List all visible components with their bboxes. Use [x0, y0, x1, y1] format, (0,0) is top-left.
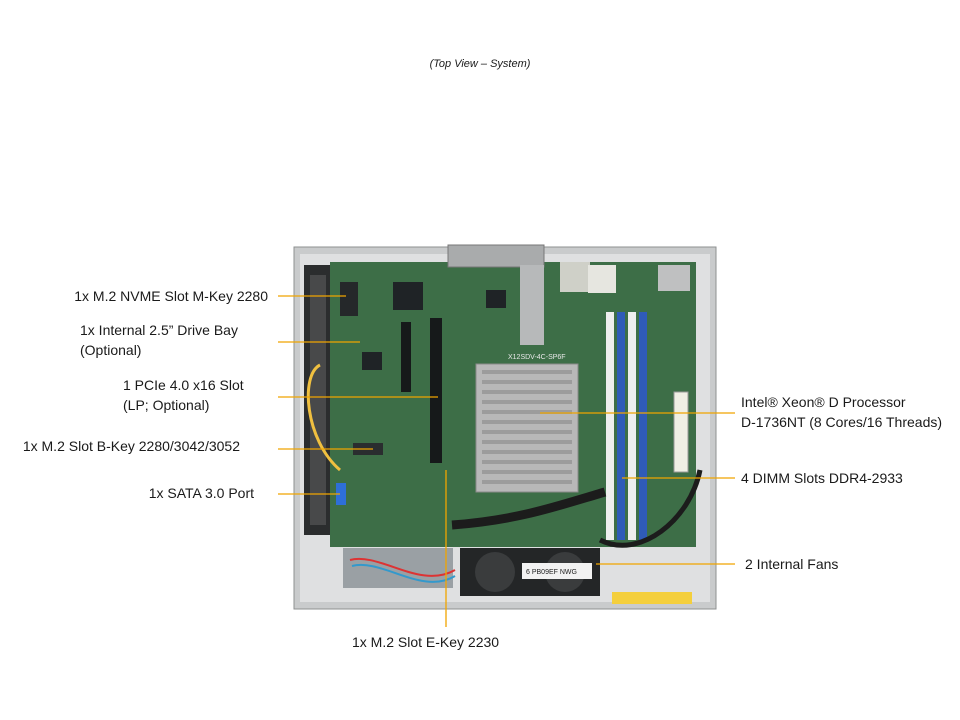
rear-io-connector: [447, 244, 545, 268]
callout-pcie: 1 PCIe 4.0 x16 Slot (LP; Optional): [123, 377, 244, 413]
callout-cpu: Intel® Xeon® D Processor D-1736NT (8 Cor…: [741, 394, 943, 430]
m2-nvme-slot: [340, 282, 358, 316]
pcie-slot: [430, 318, 442, 463]
callout-m2-bkey: 1x M.2 Slot B-Key 2280/3042/3052: [22, 438, 240, 454]
callout-drive-bay: 1x Internal 2.5” Drive Bay (Optional): [80, 322, 238, 358]
callout-m2-ekey: 1x M.2 Slot E-Key 2230: [352, 634, 500, 650]
callout-fans: 2 Internal Fans: [745, 556, 839, 572]
view-caption: (Top View – System): [429, 58, 531, 70]
callout-sata: 1x SATA 3.0 Port: [148, 485, 254, 501]
callout-m2-nvme: 1x M.2 NVME Slot M-Key 2280: [74, 288, 268, 304]
board-silkscreen: X12SDV-4C-SP6F: [508, 354, 566, 361]
internal-fans: [460, 548, 600, 596]
pcie-slot: [401, 322, 411, 392]
cpu-heatsink: [475, 363, 579, 493]
dimm-slots: [606, 312, 647, 540]
sata-port: [336, 483, 346, 505]
callout-dimm: 4 DIMM Slots DDR4-2933: [741, 470, 903, 486]
warning-label: [612, 592, 692, 604]
fan-sticker: 6 PB09EF NWG: [526, 569, 577, 576]
power-connector: [673, 391, 689, 473]
chip: [393, 282, 423, 310]
